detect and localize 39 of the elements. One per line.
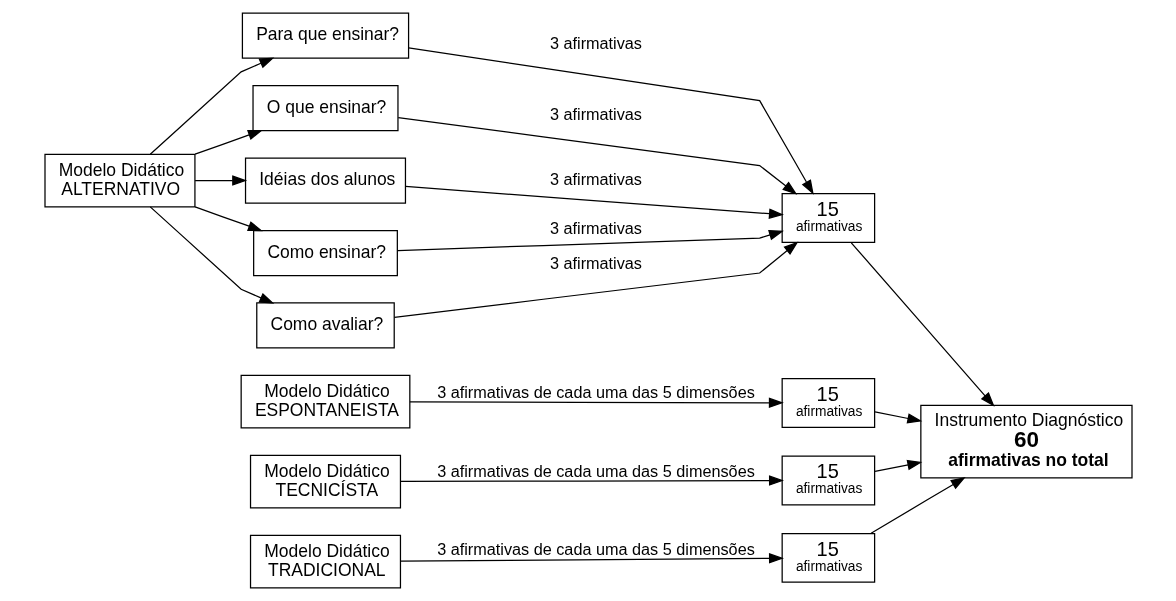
node-box: 15 afirmativas (781, 377, 875, 428)
node-box: Modelo Didático TECNICÍSTA (249, 454, 401, 509)
edge-label: 3 afirmativas de cada uma das 5 dimensões (436, 462, 755, 481)
arrow (193, 129, 263, 155)
arrow (149, 57, 274, 155)
node-box: Como avaliar? (255, 302, 395, 349)
arrow (404, 185, 784, 219)
node-box: 15 afirmativas (781, 193, 875, 244)
arrow (149, 206, 274, 304)
node-box: Como ensinar? (252, 229, 398, 277)
node-box: O que ensinar? (251, 84, 399, 132)
node-box: Instrumento Diagnóstico 60 afirmativas no total (919, 404, 1133, 479)
node-box: Modelo Didático ALTERNATIVO (43, 153, 196, 208)
arrow (193, 206, 263, 232)
node-box: Modelo Didático ESPONTANEISTA (240, 374, 410, 429)
arrow (408, 397, 784, 409)
edge-label: 3 afirmativas (549, 169, 642, 188)
arrow (873, 459, 922, 473)
edge-label: 3 afirmativas (549, 218, 642, 237)
node-box: Para que ensinar? (241, 12, 409, 59)
edge-label: 3 afirmativas de cada uma das 5 dimensões (436, 539, 755, 558)
edge-label: 3 afirmativas (549, 33, 642, 52)
node-box: 15 afirmativas (781, 532, 875, 583)
arrow (407, 47, 814, 195)
arrow (193, 175, 247, 186)
arrow (399, 553, 784, 564)
edge-label: 3 afirmativas de cada uma das 5 dimensões (436, 383, 755, 402)
edge-label: 3 afirmativas (549, 253, 642, 272)
arrow (393, 241, 798, 318)
node-box: 15 afirmativas (781, 455, 875, 506)
node-box: Idéias dos alunos (244, 157, 406, 204)
arrow (396, 230, 784, 252)
arrow (873, 411, 922, 424)
arrow (850, 242, 995, 407)
arrow (397, 116, 797, 195)
edge-label: 3 afirmativas (549, 104, 642, 123)
arrow (870, 477, 966, 534)
arrow (399, 475, 784, 486)
node-box: Modelo Didático TRADICIONAL (249, 534, 401, 589)
